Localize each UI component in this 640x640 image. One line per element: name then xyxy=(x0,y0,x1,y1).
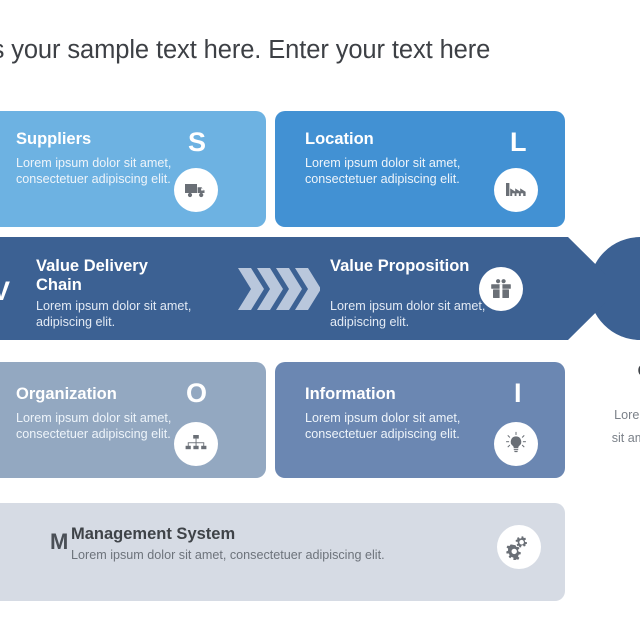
card-organization-heading: Organization xyxy=(16,385,117,403)
card-suppliers-body: Lorem ipsum dolor sit amet, consectetuer… xyxy=(16,156,172,187)
value-proposition-heading: Value Proposition xyxy=(330,257,470,275)
truck-icon xyxy=(174,168,218,212)
card-suppliers-letter: S xyxy=(188,127,207,157)
management-system-body: Lorem ipsum dolor sit amet, consectetuer… xyxy=(71,548,385,562)
customer-benefits-heading-line1: Custo xyxy=(586,362,640,381)
value-proposition-body: Lorem ipsum dolor sit amet, adipiscing e… xyxy=(330,299,486,330)
value-delivery-chain-body: Lorem ipsum dolor sit amet, adipiscing e… xyxy=(36,299,192,330)
card-organization-body: Lorem ipsum dolor sit amet, consectetuer… xyxy=(16,411,172,442)
card-location-body: Lorem ipsum dolor sit amet, consectetuer… xyxy=(305,156,461,187)
customer-benefits-body-line2: sit ame xyxy=(611,431,640,446)
card-information-body: Lorem ipsum dolor sit amet, consectetuer… xyxy=(305,411,461,442)
page-title: is your sample text here. Enter your tex… xyxy=(0,36,491,64)
card-information-letter: I xyxy=(514,378,522,408)
customer-benefits-body-line1: Lorem xyxy=(614,407,640,422)
value-delivery-chain-heading: Value Delivery Chain xyxy=(36,257,148,294)
card-location-letter: L xyxy=(510,127,527,157)
card-location-heading: Location xyxy=(305,130,374,148)
gears-icon xyxy=(497,525,541,569)
customer-benefits-label: Custo Ben Lorem sit ame xyxy=(586,362,640,447)
card-location[interactable]: Location Lorem ipsum dolor sit amet, con… xyxy=(275,111,565,227)
card-information-heading: Information xyxy=(305,385,396,403)
card-information[interactable]: Information Lorem ipsum dolor sit amet, … xyxy=(275,362,565,478)
management-system-heading: Management System xyxy=(71,525,236,543)
gift-icon xyxy=(479,267,523,311)
customer-benefits-heading-line2: Ben xyxy=(586,381,640,400)
card-suppliers-heading: Suppliers xyxy=(16,130,92,148)
card-suppliers[interactable]: Suppliers Lorem ipsum dolor sit amet, co… xyxy=(0,111,266,227)
value-delivery-chain-letter: V xyxy=(0,276,11,306)
card-organization[interactable]: Organization Lorem ipsum dolor sit amet,… xyxy=(0,362,266,478)
card-management-system[interactable] xyxy=(0,503,565,601)
chevrons-right-icon xyxy=(238,268,321,310)
lightbulb-icon xyxy=(494,422,538,466)
org-chart-icon xyxy=(174,422,218,466)
management-system-letter: M xyxy=(50,529,69,554)
factory-icon xyxy=(494,168,538,212)
card-organization-letter: O xyxy=(186,378,208,408)
